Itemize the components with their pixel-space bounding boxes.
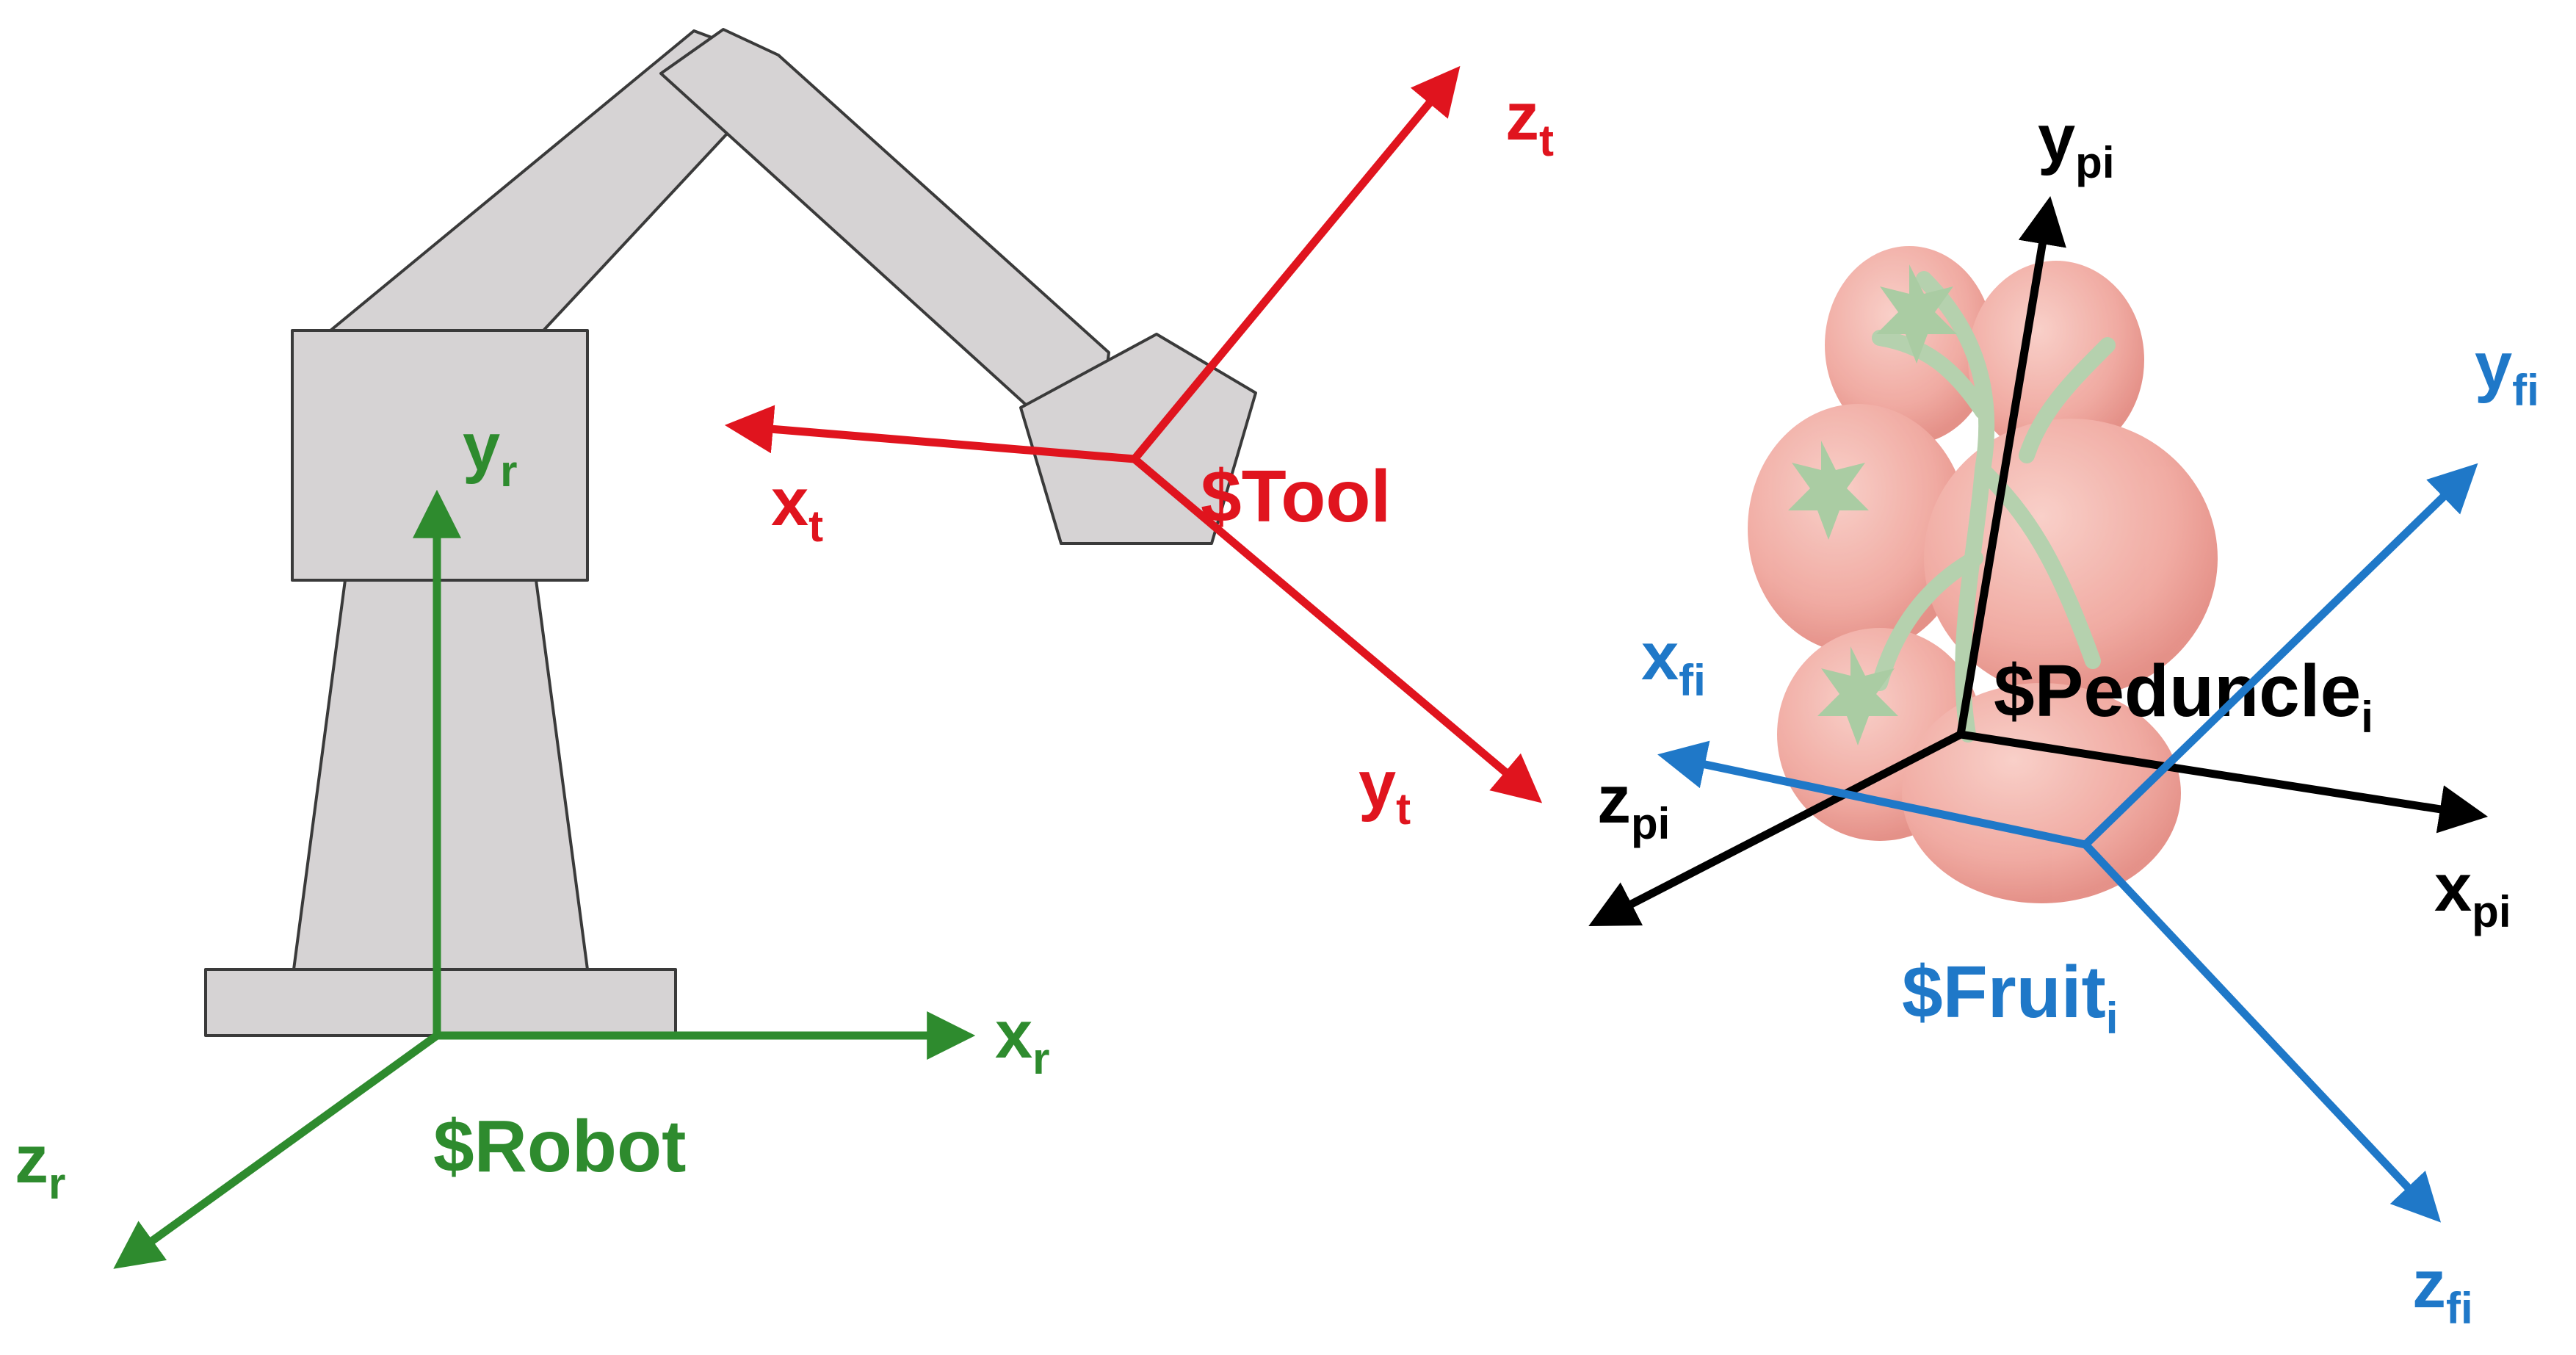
peduncle-y-axis-arrow	[1956, 195, 2066, 735]
tool-y-axis-arrow	[1132, 455, 1543, 803]
robot-y-axis-label: yr	[463, 410, 518, 496]
fruit-y-axis-arrow	[2083, 463, 2478, 848]
fruit-x-axis-arrow	[1657, 740, 2087, 849]
peduncle-z-axis-arrow	[1588, 731, 1963, 927]
robot-frame: xr yr zr $Robot	[15, 410, 1050, 1269]
peduncle-y-axis-label: ypi	[2038, 101, 2115, 187]
fruit-y-axis-label: yfi	[2475, 329, 2539, 415]
robot-z-axis-label: zr	[15, 1122, 65, 1208]
robot-forearm	[659, 28, 1110, 435]
peduncle-x-axis-label: xpi	[2434, 850, 2511, 936]
tool-frame-name: $Tool	[1201, 455, 1391, 538]
robot-x-axis-label: xr	[995, 997, 1050, 1083]
tomato-truss-image	[1748, 246, 2218, 903]
fruit-z-axis-arrow	[2082, 842, 2442, 1223]
tool-z-axis-label: zt	[1505, 79, 1554, 165]
tool-z-axis-arrow	[1131, 65, 1461, 462]
robot-z-axis-arrow	[113, 1032, 440, 1269]
robot-frame-name: $Robot	[433, 1105, 686, 1188]
fruit-frame-name: $Fruiti	[1902, 951, 2118, 1043]
robot-arm	[204, 28, 1257, 1037]
peduncle-frame: xpi ypi zpi $Pedunclei	[1588, 101, 2511, 936]
tool-y-axis-label: yt	[1358, 748, 1411, 834]
fruit-z-axis-label: zfi	[2412, 1247, 2473, 1333]
fruit-x-axis-label: xfi	[1641, 619, 1706, 705]
tool-x-axis-label: xt	[771, 465, 823, 551]
tool-frame: xt yt zt $Tool	[724, 65, 1554, 834]
tool-x-axis-arrow	[724, 405, 1135, 463]
fruit-frame: xfi yfi zfi $Fruiti	[1641, 329, 2539, 1333]
peduncle-x-axis-arrow	[1960, 730, 2489, 834]
peduncle-frame-name: $Pedunclei	[1994, 650, 2373, 742]
peduncle-z-axis-label: zpi	[1597, 762, 1670, 848]
